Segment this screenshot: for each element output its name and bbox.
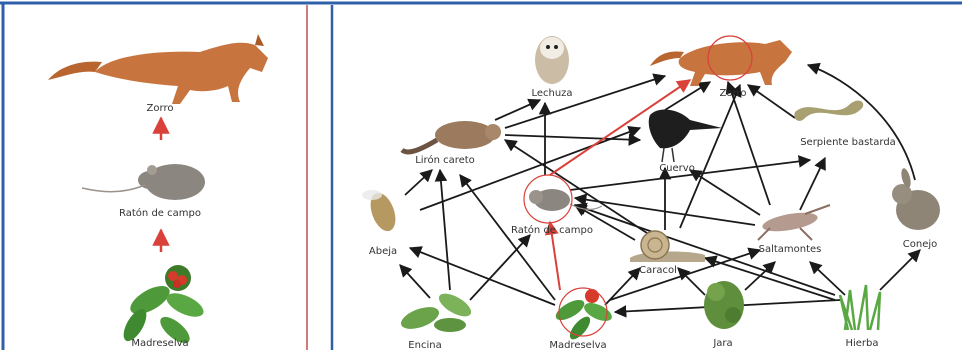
arrow-madreselva-to-abeja bbox=[408, 246, 556, 306]
label-hierba: Hierba bbox=[845, 338, 879, 349]
arrow-saltamontes-to-raton bbox=[573, 193, 756, 226]
encina-illustration bbox=[400, 293, 472, 332]
mouse-illustration-left bbox=[81, 164, 205, 200]
label-abeja: Abeja bbox=[368, 246, 398, 257]
label-conejo: Conejo bbox=[902, 239, 938, 250]
label-cuervo: Cuervo bbox=[659, 163, 695, 174]
arrow-conejo-to-zorro bbox=[806, 62, 916, 181]
arrow-hierba-to-saltamontes bbox=[809, 261, 846, 296]
arrow-jara-to-saltamontes bbox=[744, 261, 776, 291]
arrow-encina-to-liron bbox=[434, 168, 451, 291]
serpiente-illustration bbox=[794, 100, 864, 121]
arrow-saltamontes-to-serpiente bbox=[799, 156, 826, 211]
zorro-illustration bbox=[650, 35, 792, 86]
arrow-hierba-to-raton bbox=[573, 202, 836, 296]
label-madreselva-left: Madreselva bbox=[131, 338, 189, 349]
hierba-illustration bbox=[838, 284, 882, 331]
arrow-caracol-to-zorro bbox=[679, 83, 742, 229]
web-arrows bbox=[399, 62, 921, 318]
caracol-illustration bbox=[630, 230, 705, 262]
label-liron: Lirón careto bbox=[415, 155, 475, 166]
label-jara: Jara bbox=[713, 338, 733, 349]
label-madreselva: Madreselva bbox=[549, 340, 607, 351]
arrow-raton-to-zorro-red bbox=[549, 79, 692, 176]
arrow-liron-to-lechuza bbox=[494, 98, 542, 121]
saltamontes-illustration bbox=[757, 204, 831, 241]
arrow-cuervo-to-zorro bbox=[664, 81, 712, 111]
arrow-madreselva-to-raton-red bbox=[544, 220, 561, 291]
arrow-abeja-to-liron bbox=[404, 169, 433, 196]
label-lechuza: Lechuza bbox=[531, 88, 573, 99]
raton-illustration bbox=[523, 174, 603, 224]
arrow-encina-to-raton bbox=[469, 234, 531, 301]
label-zorro: Zorro bbox=[719, 88, 747, 99]
cuervo-illustration bbox=[648, 109, 722, 163]
arrow-liron-to-zorro bbox=[504, 73, 667, 129]
honeysuckle-illustration-left bbox=[123, 265, 204, 344]
arrow-jara-to-caracol bbox=[677, 267, 706, 296]
arrow-serpiente-to-zorro bbox=[746, 84, 796, 119]
conejo-illustration bbox=[892, 168, 940, 230]
arrow-madreselva-to-liron bbox=[459, 173, 556, 301]
fox-illustration-left bbox=[48, 34, 268, 104]
arrow-caracol-to-liron bbox=[503, 139, 651, 236]
abeja-illustration bbox=[362, 190, 396, 232]
label-caracol: Caracol bbox=[639, 265, 677, 276]
label-zorro-left: Zorro bbox=[146, 103, 174, 114]
label-raton: Ratón de campo bbox=[511, 225, 593, 236]
arrow-saltamontes-to-zorro bbox=[725, 80, 771, 206]
jara-illustration bbox=[704, 281, 744, 329]
label-saltamontes: Saltamontes bbox=[758, 244, 822, 255]
arrow-abeja-to-cuervo bbox=[419, 126, 642, 211]
label-serpiente: Serpiente bastarda bbox=[800, 137, 896, 148]
liron-illustration bbox=[400, 121, 501, 155]
arrow-madreselva-to-saltamontes bbox=[609, 247, 762, 301]
arrow-liron-to-cuervo bbox=[504, 133, 642, 146]
lechuza-illustration bbox=[535, 36, 569, 84]
arrow-encina-to-abeja bbox=[399, 264, 431, 299]
label-encina: Encina bbox=[408, 340, 442, 351]
label-raton-left: Ratón de campo bbox=[119, 208, 201, 219]
arrow-hierba-to-conejo bbox=[879, 249, 921, 291]
arrow-hierba-to-caracol bbox=[703, 255, 836, 301]
arrow-saltamontes-to-cuervo bbox=[688, 169, 761, 216]
madreselva-illustration bbox=[555, 287, 612, 340]
